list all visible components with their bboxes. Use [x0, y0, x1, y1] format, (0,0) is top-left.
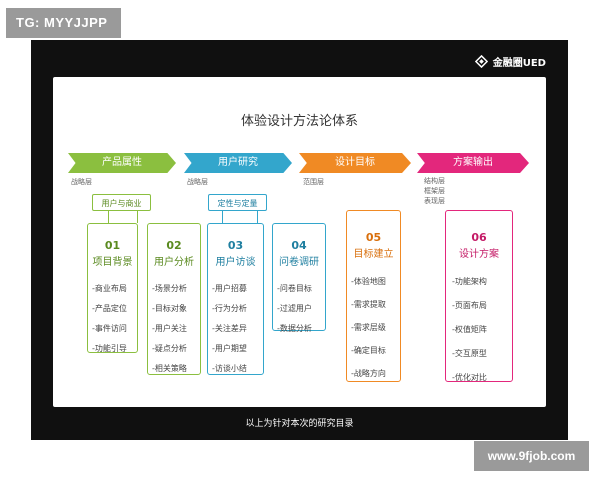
- column-user-interview: 03 用户访谈 -用户招募 -行为分析 -关注差异 -用户期望 -访谈小结: [207, 223, 264, 375]
- column-number: 01: [104, 239, 121, 252]
- level-label: 战略层: [187, 178, 208, 186]
- group-label-qual-quant: 定性与定量: [208, 194, 267, 211]
- connector-line: [137, 211, 138, 223]
- list-item: -数据分析: [277, 324, 312, 333]
- slide-caption: 以上为针对本次的研究目录: [245, 419, 354, 429]
- list-item: -用户期望: [212, 344, 247, 353]
- slide: 金融圈UED 体验设计方法论体系 产品属性 用户研究 设计目标 方案输出 战略层…: [31, 40, 568, 440]
- list-item: -行为分析: [212, 304, 247, 313]
- list-item: -疑点分析: [152, 344, 187, 353]
- list-item: -场景分析: [152, 284, 187, 293]
- column-items: -功能架构 -页面布局 -权值矩阵 -交互原型 -优化对比: [452, 275, 510, 395]
- column-items: -体验地图 -需求提取 -需求层级 -确定目标 -战略方向: [351, 275, 398, 390]
- column-items: -问卷目标 -过滤用户 -数据分析: [277, 282, 323, 342]
- list-item: -目标对象: [152, 304, 187, 313]
- column-number: 06: [471, 231, 487, 244]
- column-goal-setting: 05 目标建立 -体验地图 -需求提取 -需求层级 -确定目标 -战略方向: [346, 210, 401, 382]
- list-item: -功能引导: [92, 344, 127, 353]
- diagram-panel: 体验设计方法论体系 产品属性 用户研究 设计目标 方案输出 战略层 战略层 范围…: [53, 77, 546, 407]
- column-title: 用户分析: [154, 257, 194, 268]
- list-item: -关注差异: [212, 324, 247, 333]
- list-item: -问卷目标: [277, 284, 312, 293]
- column-project-background: 01 项目背景 -商业布局 -产品定位 -事件访问 -功能引导: [87, 223, 138, 353]
- level-label: 结构层: [424, 177, 445, 185]
- diagram-title: 体验设计方法论体系: [240, 114, 358, 129]
- phase-arrow-solution-output: 方案输出: [417, 153, 529, 173]
- connector-line: [222, 211, 223, 223]
- column-design-solution: 06 设计方案 -功能架构 -页面布局 -权值矩阵 -交互原型 -优化对比: [445, 210, 513, 382]
- level-label: 表现层: [424, 197, 445, 205]
- column-user-analysis: 02 用户分析 -场景分析 -目标对象 -用户关注 -疑点分析 -相关策略: [147, 223, 201, 375]
- list-item: -过滤用户: [277, 304, 312, 313]
- column-title: 设计方案: [459, 249, 499, 260]
- watermark-bottom: www.9fjob.com: [474, 441, 589, 471]
- connector-line: [257, 211, 258, 223]
- column-number: 05: [365, 231, 382, 244]
- list-item: -需求提取: [351, 300, 386, 309]
- connector-line: [108, 211, 109, 223]
- column-number: 02: [166, 239, 182, 252]
- list-item: -用户关注: [152, 324, 187, 333]
- group-label-user-business: 用户与商业: [92, 194, 151, 211]
- diamond-logo-icon: [474, 55, 488, 68]
- column-items: -用户招募 -行为分析 -关注差异 -用户期望 -访谈小结: [212, 282, 261, 382]
- list-item: -交互原型: [452, 349, 487, 358]
- list-item: -商业布局: [92, 284, 127, 293]
- brand-name: 金融圈UED: [492, 58, 546, 69]
- brand: 金融圈UED: [474, 54, 546, 69]
- column-items: -商业布局 -产品定位 -事件访问 -功能引导: [92, 282, 135, 362]
- list-item: -优化对比: [452, 373, 487, 382]
- list-item: -事件访问: [92, 324, 127, 333]
- column-number: 04: [291, 239, 307, 252]
- phase-arrow-product: 产品属性: [68, 153, 176, 173]
- list-item: -需求层级: [351, 323, 386, 332]
- list-item: -权值矩阵: [452, 325, 487, 334]
- column-title: 问卷调研: [279, 257, 319, 268]
- phase-arrow-design-goal: 设计目标: [299, 153, 411, 173]
- list-item: -体验地图: [351, 277, 386, 286]
- list-item: -功能架构: [452, 277, 487, 286]
- column-questionnaire: 04 问卷调研 -问卷目标 -过滤用户 -数据分析: [272, 223, 326, 333]
- column-title: 目标建立: [353, 249, 394, 260]
- list-item: -战略方向: [351, 369, 386, 378]
- list-item: -页面布局: [452, 301, 487, 310]
- list-item: -相关策略: [152, 364, 187, 373]
- level-label: 范围层: [303, 178, 324, 186]
- watermark-top: TG: MYYJJPP: [6, 8, 121, 38]
- list-item: -用户招募: [212, 284, 247, 293]
- column-title: 用户访谈: [215, 257, 256, 268]
- level-label: 战略层: [71, 178, 92, 186]
- list-item: -确定目标: [351, 346, 386, 355]
- column-items: -场景分析 -目标对象 -用户关注 -疑点分析 -相关策略: [152, 282, 198, 382]
- column-number: 03: [227, 239, 244, 252]
- level-label: 框架层: [424, 187, 445, 195]
- list-item: -产品定位: [92, 304, 127, 313]
- list-item: -访谈小结: [212, 364, 247, 373]
- column-title: 项目背景: [92, 257, 133, 268]
- phase-arrow-user-research: 用户研究: [184, 153, 292, 173]
